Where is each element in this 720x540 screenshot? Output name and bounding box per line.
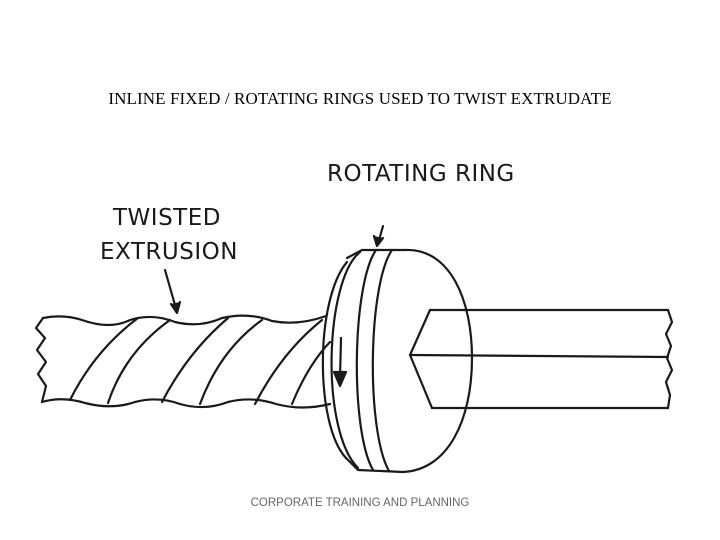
ring-groove-2 bbox=[371, 248, 394, 473]
helix-groove-2 bbox=[106, 318, 172, 405]
extrusion-bottom-edge bbox=[40, 398, 332, 409]
label-extrusion: EXTRUSION bbox=[100, 239, 238, 265]
ring-rim-top bbox=[345, 248, 407, 260]
extrusion-top-edge bbox=[41, 314, 328, 327]
helix-groove-5 bbox=[253, 318, 324, 406]
helix-groove-1 bbox=[68, 316, 140, 402]
label-rotating-ring: ROTATING RING bbox=[327, 161, 515, 187]
feed-bar bbox=[408, 308, 674, 410]
ring-back-face bbox=[330, 250, 362, 470]
twisted-extrusion bbox=[34, 268, 332, 409]
feed-bar-pointed-tip bbox=[408, 308, 434, 410]
label-twisted: TWISTED bbox=[112, 205, 221, 231]
feed-bar-right-end bbox=[664, 308, 674, 410]
ring-groove-1 bbox=[355, 248, 378, 472]
helix-groove-4 bbox=[198, 318, 264, 406]
rotating-ring bbox=[321, 224, 474, 474]
footer-text: CORPORATE TRAINING AND PLANNING bbox=[250, 497, 470, 509]
rotation-arrow-head bbox=[332, 370, 348, 388]
ring-front-face bbox=[401, 248, 474, 474]
twisted-extrusion-pointer-head bbox=[169, 300, 182, 315]
helix-groove-3 bbox=[160, 316, 230, 404]
rotating-ring-pointer-head bbox=[372, 234, 385, 248]
slide-title: INLINE FIXED / ROTATING RINGS USED TO TW… bbox=[108, 89, 612, 108]
feed-bar-middle-line bbox=[408, 353, 670, 359]
helix-groove-6 bbox=[290, 340, 332, 406]
ring-rim-bottom bbox=[344, 456, 405, 474]
ring-back-face-lip bbox=[321, 260, 349, 460]
extrusion-left-end bbox=[34, 316, 48, 404]
